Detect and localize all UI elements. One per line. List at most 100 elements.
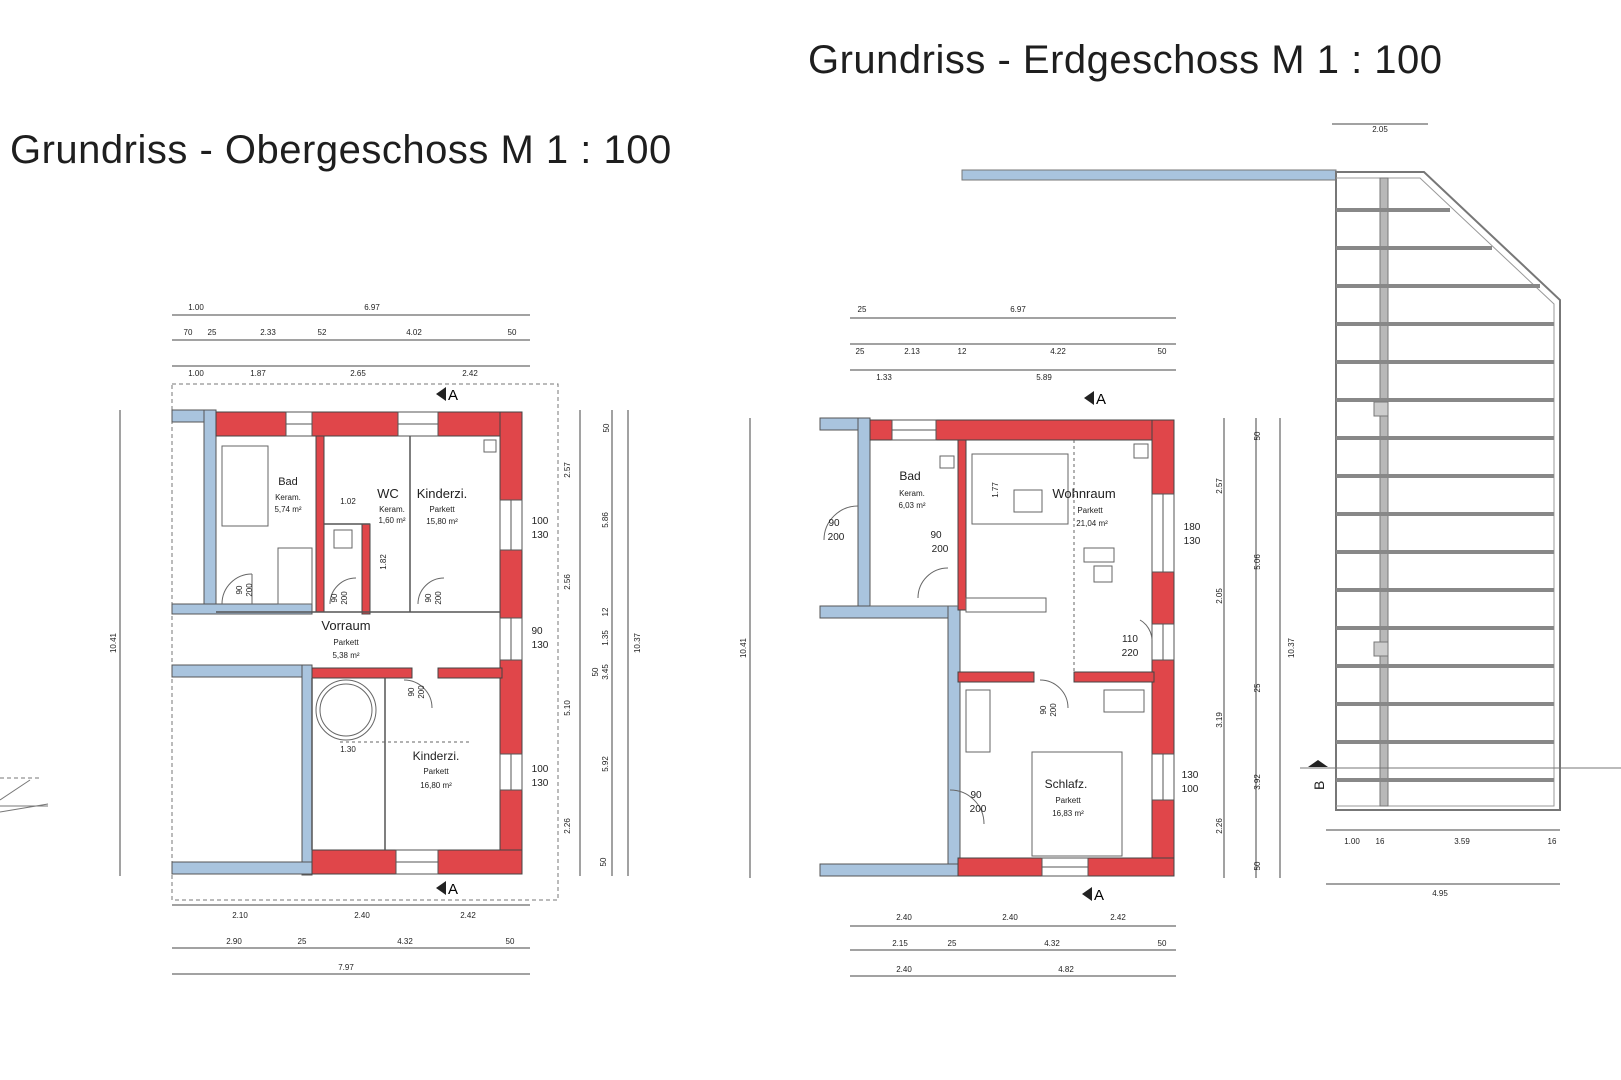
ground-floor-title: Grundriss - Erdgeschoss M 1 : 100 [808,38,1443,82]
svg-text:2.56: 2.56 [563,574,572,590]
svg-text:10.37: 10.37 [633,632,642,653]
room-name: Wohnraum [1052,486,1115,501]
svg-text:5,38 m²: 5,38 m² [332,651,359,660]
svg-text:2.33: 2.33 [260,328,276,337]
svg-text:200: 200 [828,532,845,543]
svg-text:25: 25 [208,328,217,337]
svg-text:90: 90 [407,687,416,696]
svg-text:2.05: 2.05 [1215,588,1224,604]
svg-text:2.13: 2.13 [904,347,920,356]
svg-text:4.32: 4.32 [1044,939,1060,948]
svg-text:25: 25 [856,347,865,356]
svg-text:4.32: 4.32 [397,937,413,946]
svg-text:90: 90 [970,790,982,801]
svg-text:2.26: 2.26 [1215,818,1224,834]
svg-text:1.87: 1.87 [250,369,266,378]
svg-text:1.30: 1.30 [340,745,356,754]
svg-text:130: 130 [1184,536,1201,547]
svg-text:90: 90 [235,585,244,594]
svg-text:110: 110 [1122,634,1138,645]
svg-text:100: 100 [1182,784,1199,795]
svg-text:16: 16 [1376,837,1385,846]
svg-text:Parkett: Parkett [1077,506,1103,515]
svg-text:7.97: 7.97 [338,963,354,972]
svg-text:90: 90 [930,530,942,541]
svg-text:3.19: 3.19 [1215,712,1224,728]
svg-text:Parkett: Parkett [1055,796,1081,805]
svg-text:5.89: 5.89 [1036,373,1052,382]
section-mark-b: B [1308,760,1328,790]
svg-text:4.22: 4.22 [1050,347,1066,356]
svg-text:130: 130 [532,778,549,789]
upper-floor-plan: A A Bad Keram. 5,74 m² WC Keram. 1,60 m²… [0,303,642,975]
terrace-plan: B 2.05 1.00 16 3.59 16 4.95 [961,123,1621,898]
upper-section-mark-bottom: A [436,881,458,898]
svg-text:50: 50 [1253,861,1262,870]
room-name: Kinderzi. [413,749,460,763]
svg-text:2.40: 2.40 [354,911,370,920]
upper-floor-title: Grundriss - Obergeschoss M 1 : 100 [10,128,672,172]
svg-text:2.65: 2.65 [350,369,366,378]
svg-text:3.45: 3.45 [601,664,610,680]
upper-new-walls [215,411,523,875]
room-name: Kinderzi. [417,486,468,501]
svg-text:12: 12 [601,607,610,616]
svg-text:5.10: 5.10 [563,700,572,716]
svg-text:2.57: 2.57 [563,462,572,478]
svg-text:130: 130 [532,640,549,651]
svg-text:130: 130 [532,530,549,541]
svg-text:1.00: 1.00 [188,303,204,312]
svg-text:130: 130 [1182,770,1199,781]
svg-text:200: 200 [1049,703,1058,717]
upper-section-mark-top: A [436,387,458,404]
svg-text:25: 25 [298,937,307,946]
room-name: WC [377,486,399,501]
svg-text:50: 50 [1253,431,1262,440]
svg-text:220: 220 [1122,648,1139,659]
svg-text:16,83 m²: 16,83 m² [1052,809,1084,818]
svg-text:90: 90 [828,518,840,529]
svg-text:1,60 m²: 1,60 m² [378,516,405,525]
room-name: Bad [278,476,298,488]
svg-text:Parkett: Parkett [333,638,359,647]
svg-text:2.15: 2.15 [892,939,908,948]
svg-text:2.40: 2.40 [1002,913,1018,922]
svg-text:Keram.: Keram. [379,505,405,514]
svg-text:25: 25 [1253,683,1262,692]
svg-text:Parkett: Parkett [423,767,449,776]
svg-text:6,03 m²: 6,03 m² [898,501,925,510]
svg-text:200: 200 [340,591,349,605]
room-name: Vorraum [321,618,370,633]
svg-text:2.40: 2.40 [896,913,912,922]
svg-text:6.97: 6.97 [1010,305,1026,314]
svg-text:2.42: 2.42 [462,369,478,378]
terrace-slats [1336,208,1554,782]
svg-text:A: A [1096,391,1106,408]
svg-text:50: 50 [599,857,608,866]
svg-text:Keram.: Keram. [275,493,301,502]
svg-text:12: 12 [958,347,967,356]
svg-text:1.00: 1.00 [188,369,204,378]
ground-section-mark-bottom: A [1082,887,1104,904]
svg-text:25: 25 [948,939,957,948]
svg-text:2.10: 2.10 [232,911,248,920]
svg-text:200: 200 [434,591,443,605]
svg-text:5,74 m²: 5,74 m² [274,505,301,514]
ground-new-walls [869,419,1175,877]
svg-text:10.41: 10.41 [109,632,118,653]
svg-text:200: 200 [417,685,426,699]
ground-floor-plan: A A Bad Keram. 6,03 m² Wohnraum Parkett … [739,305,1296,977]
svg-text:90: 90 [330,593,339,602]
svg-text:200: 200 [245,583,254,597]
svg-text:200: 200 [970,804,987,815]
svg-text:100: 100 [532,764,549,775]
svg-text:4.95: 4.95 [1432,889,1448,898]
svg-text:4.82: 4.82 [1058,965,1074,974]
svg-text:2.42: 2.42 [460,911,476,920]
svg-text:1.33: 1.33 [876,373,892,382]
svg-text:90: 90 [1039,705,1048,714]
svg-text:1.02: 1.02 [340,497,356,506]
svg-text:A: A [1094,887,1104,904]
svg-text:Keram.: Keram. [899,489,925,498]
ground-section-mark-top: A [1084,391,1106,408]
